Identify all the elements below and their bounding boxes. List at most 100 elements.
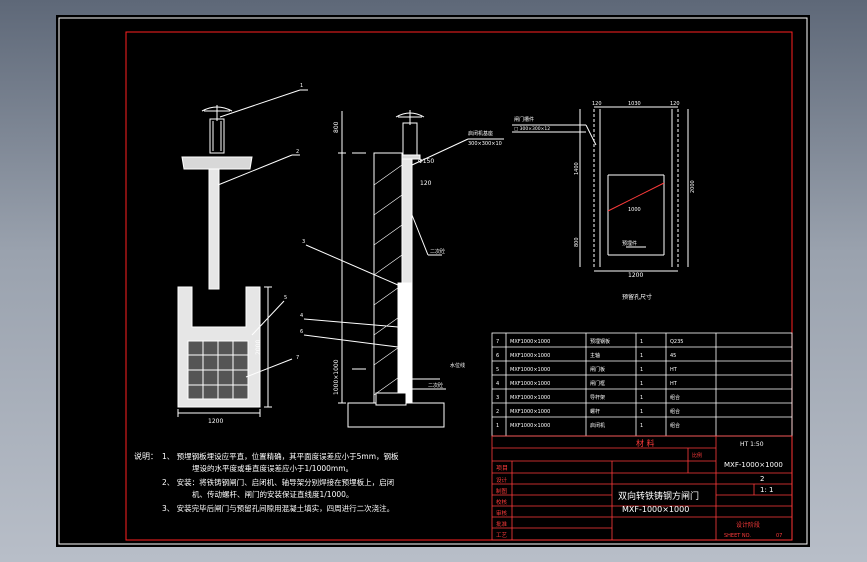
cad-drawing: 1 2 5 7 1200 2000 xyxy=(58,17,808,545)
section-vertical-dim: 1000×1000 xyxy=(333,359,340,395)
section-view xyxy=(303,110,504,428)
bom-cell: 1 xyxy=(640,353,643,359)
bom-cell: HT xyxy=(670,381,678,387)
leader-label-4: 4 xyxy=(300,313,303,319)
outer-border xyxy=(58,17,808,545)
role-design: 设计 xyxy=(496,476,508,484)
bom-cell: 1 xyxy=(640,423,643,429)
notes: 说明： 1、 预埋钢板埋设应平直，位置精确，其平面度误差应小于5mm，钢板 埋设… xyxy=(134,451,399,513)
bom-cell: 螺杆 xyxy=(590,408,600,415)
section-annot-top: 启闭机基座 xyxy=(468,130,493,137)
model-number: MXF-1000×1000 xyxy=(724,461,783,469)
opening-dim-top-left: 120 xyxy=(592,101,602,107)
note-line-4: 机、传动螺杆、闸门的安装保证直线度1/1000。 xyxy=(192,489,353,499)
bom-cell: 预埋钢板 xyxy=(590,338,610,345)
section-annot-bottom: 二次砼 xyxy=(428,382,443,389)
sheet-number: 07 xyxy=(776,533,782,539)
section-dia-label: Φ150 xyxy=(418,158,434,165)
bom-cell: 7 xyxy=(496,339,499,345)
bom-cell: 1 xyxy=(640,367,643,373)
bom-cell: 2 xyxy=(496,409,499,415)
opening-view xyxy=(512,106,689,272)
bom-cell: 组合 xyxy=(670,408,680,415)
leader-label-6: 6 xyxy=(300,329,303,335)
drawing-name-line1: 双向转铁铸钢方闸门 xyxy=(618,490,699,502)
project-label: 项目 xyxy=(496,465,508,472)
bom-cell: 1 xyxy=(640,381,643,387)
bom-cell: MXF1000×1000 xyxy=(510,367,550,373)
bom-cell: 45 xyxy=(670,353,676,359)
bom-cell: 6 xyxy=(496,353,499,359)
materials-header: 材 料 xyxy=(636,438,655,448)
bom-cell: 闸门框 xyxy=(590,380,605,387)
bom-cell: 1 xyxy=(640,395,643,401)
bom-cell: 组合 xyxy=(670,422,680,429)
role-review: 审核 xyxy=(496,509,508,517)
front-width-dim: 1200 xyxy=(208,418,223,425)
opening-dim-side-1: 1400 xyxy=(574,162,580,175)
bom-cell: 主轴 xyxy=(590,352,600,359)
bom-cell: 1 xyxy=(640,409,643,415)
quantity: 2 xyxy=(760,475,764,483)
notes-prefix: 说明： xyxy=(134,451,158,461)
role-process: 工艺 xyxy=(496,532,508,539)
bom-cell: 1 xyxy=(496,423,499,429)
scale-text: HT 1:50 xyxy=(740,441,764,448)
bom-cell: 组合 xyxy=(670,394,680,401)
inner-frame xyxy=(125,31,793,541)
bom-cell: 5 xyxy=(496,367,499,373)
bom-cell: MXF1000×1000 xyxy=(510,353,550,359)
opening-dim-bottom: 1200 xyxy=(628,272,643,279)
bom-table xyxy=(491,332,793,437)
opening-dim-side-3: 2000 xyxy=(690,180,696,193)
bom-cell: 4 xyxy=(496,381,499,387)
opening-annot-2: 预埋件 xyxy=(622,240,637,247)
leader-label-5: 5 xyxy=(284,295,287,301)
bom-cell: HT xyxy=(670,367,678,373)
role-draft: 制图 xyxy=(496,487,508,495)
section-top-dim: 800 xyxy=(333,121,340,133)
section-dim-120: 120 xyxy=(420,180,432,187)
leader-label-1: 1 xyxy=(300,83,303,89)
section-annot-top2: 300×300×10 xyxy=(468,141,502,147)
front-height-dim: 2000 xyxy=(255,340,262,355)
opening-dim-inner: 1000 xyxy=(628,207,641,213)
section-annot-water: 水位线 xyxy=(450,362,465,369)
drawing-name-line2: MXF-1000×1000 xyxy=(622,505,689,514)
opening-annot-1b: □ 300×300×12 xyxy=(514,126,550,132)
opening-dim-top-right: 120 xyxy=(670,101,680,107)
note-line-3: 2、 安装：将铁铸钢闸门、启闭机、轴导架分别焊接在预埋板上，启闭 xyxy=(162,477,394,487)
note-line-1: 1、 预埋钢板埋设应平直，位置精确，其平面度误差应小于5mm，钢板 xyxy=(162,451,399,461)
stage-tag: 设计阶段 xyxy=(736,521,760,529)
bom-cell: MXF1000×1000 xyxy=(510,395,550,401)
bom-cell: MXF1000×1000 xyxy=(510,381,550,387)
front-elevation-view xyxy=(177,89,308,417)
bom-cell: MXF1000×1000 xyxy=(510,423,550,429)
opening-dim-top-mid: 1030 xyxy=(628,101,641,107)
note-line-5: 3、 安装完毕后闸门与预留孔间隙用混凝土填实，四周进行二次浇注。 xyxy=(162,503,394,513)
bom-cell: Q235 xyxy=(670,339,683,345)
leader-label-7: 7 xyxy=(296,355,299,361)
sheet-code: SHEET NO. xyxy=(724,533,751,539)
role-check: 校核 xyxy=(496,498,508,506)
role-approve: 批准 xyxy=(496,520,508,528)
section-annot-mid: 二次砼 xyxy=(430,248,445,255)
drawing-sheet: 1 2 5 7 1200 2000 xyxy=(56,15,810,547)
leader-label-3: 3 xyxy=(302,239,305,245)
opening-annot-1: 闸门槽件 xyxy=(514,116,534,123)
bom-cell: 启闭机 xyxy=(590,422,605,429)
title-block xyxy=(491,435,793,541)
bom-cell: 闸门板 xyxy=(590,366,605,373)
opening-dim-side-2: 800 xyxy=(574,237,580,247)
leader-label-2: 2 xyxy=(296,149,299,155)
opening-caption: 预留孔尺寸 xyxy=(622,293,652,301)
ratio-label: 比例 xyxy=(692,452,702,459)
scale-value: 1: 1 xyxy=(760,486,774,494)
note-line-2: 埋设的水平度或垂直度误差应小于1/1000mm。 xyxy=(192,463,353,473)
bom-cell: MXF1000×1000 xyxy=(510,409,550,415)
bom-cell: 导杆架 xyxy=(590,394,605,401)
bom-cell: 1 xyxy=(640,339,643,345)
bom-cell: MXF1000×1000 xyxy=(510,339,550,345)
bom-cell: 3 xyxy=(496,395,499,401)
